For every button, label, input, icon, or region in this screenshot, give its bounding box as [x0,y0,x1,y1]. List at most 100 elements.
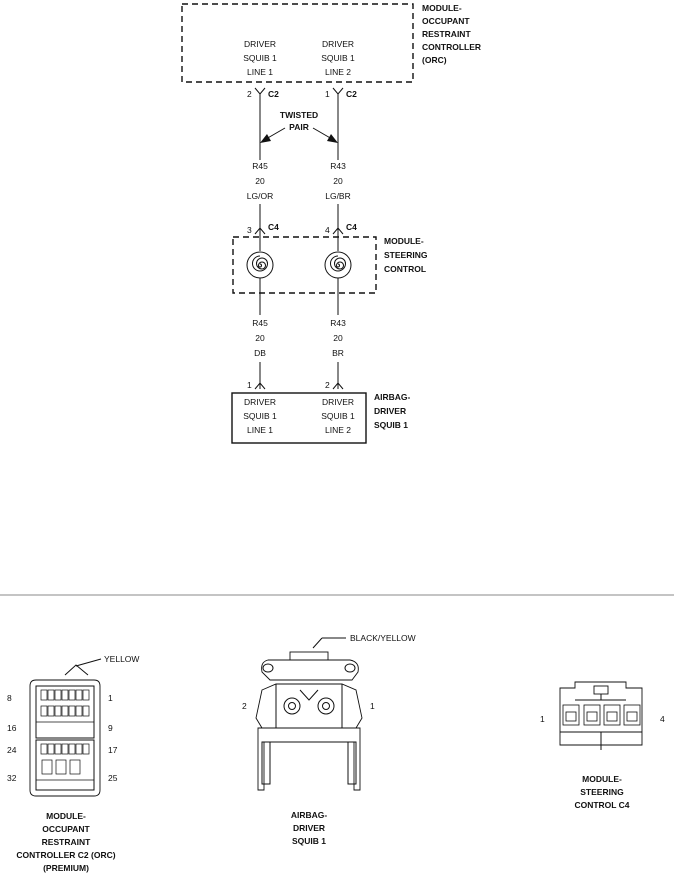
clockspring-right-icon [324,234,352,296]
svg-text:2: 2 [247,89,252,99]
orc-module-box [181,3,414,83]
svg-text:MODULE-: MODULE- [46,811,86,821]
steering-module-box [232,236,377,294]
svg-text:CONTROLLER C2 (ORC): CONTROLLER C2 (ORC) [16,850,115,860]
svg-text:1: 1 [247,380,252,390]
svg-text:16: 16 [7,723,17,733]
svg-text:LG/OR: LG/OR [247,191,273,201]
svg-text:DB: DB [254,348,266,358]
svg-text:SQUIB 1: SQUIB 1 [243,53,277,63]
orc-c2-connector-view: YELLOW 8 16 24 32 1 9 17 25 [7,654,139,797]
svg-text:25: 25 [108,773,118,783]
svg-text:R45: R45 [252,318,268,328]
steering-c4-pin-left: 3 C4 [247,222,279,235]
svg-text:LG/BR: LG/BR [325,191,351,201]
svg-text:LINE 2: LINE 2 [325,67,351,77]
orc-c2-pin-left: 2 C2 [247,87,279,99]
wire-label-r45-lower: R45 20 DB [252,318,268,358]
svg-text:C4: C4 [346,222,357,232]
orc-c2-pin-right: 1 C2 [325,87,357,99]
svg-text:MODULE-: MODULE- [384,236,424,246]
airbag-driver-caption: AIRBAG- DRIVER SQUIB 1 [291,810,328,846]
steering-c4-connector-view: 1 4 [540,681,665,750]
airbag-pin-right: 2 [325,380,344,390]
svg-text:BR: BR [332,348,344,358]
svg-text:9: 9 [108,723,113,733]
svg-text:BLACK/YELLOW: BLACK/YELLOW [350,633,416,643]
svg-text:SQUIB 1: SQUIB 1 [321,53,355,63]
svg-text:20: 20 [333,176,343,186]
svg-text:CONTROL C4: CONTROL C4 [574,800,629,810]
svg-text:LINE 1: LINE 1 [247,425,273,435]
airbag-line2-label: DRIVER SQUIB 1 LINE 2 [321,397,355,435]
svg-text:TWISTED: TWISTED [280,110,318,120]
svg-text:4: 4 [660,714,665,724]
svg-text:1: 1 [325,89,330,99]
wire-label-r43-lower: R43 20 BR [330,318,346,358]
twisted-pair-label: TWISTED PAIR [260,110,338,143]
airbag-line1-label: DRIVER SQUIB 1 LINE 1 [243,397,277,435]
svg-text:3: 3 [247,225,252,235]
airbag-module-label: AIRBAG- DRIVER SQUIB 1 [374,392,411,430]
svg-text:(ORC): (ORC) [422,55,447,65]
svg-text:C2: C2 [268,89,279,99]
svg-text:4: 4 [325,225,330,235]
svg-text:2: 2 [325,380,330,390]
svg-text:OCCUPANT: OCCUPANT [422,16,470,26]
svg-text:LINE 1: LINE 1 [247,67,273,77]
svg-text:RESTRAINT: RESTRAINT [422,29,471,39]
svg-text:MODULE-: MODULE- [582,774,622,784]
svg-text:20: 20 [333,333,343,343]
svg-text:STEERING: STEERING [580,787,624,797]
steering-module-label: MODULE- STEERING CONTROL [384,236,428,274]
svg-text:R43: R43 [330,161,346,171]
svg-text:SQUIB 1: SQUIB 1 [243,411,277,421]
orc-module-label: MODULE- OCCUPANT RESTRAINT CONTROLLER (O… [422,3,481,65]
svg-text:DRIVER: DRIVER [244,397,276,407]
svg-text:LINE 2: LINE 2 [325,425,351,435]
svg-text:24: 24 [7,745,17,755]
svg-text:R43: R43 [330,318,346,328]
orc-c2-caption: MODULE- OCCUPANT RESTRAINT CONTROLLER C2… [16,811,115,873]
svg-text:MODULE-: MODULE- [422,3,462,13]
clockspring-left-icon [246,234,274,296]
svg-text:PAIR: PAIR [289,122,309,132]
svg-text:20: 20 [255,333,265,343]
orc-line2-label: DRIVER SQUIB 1 LINE 2 [321,39,355,77]
svg-text:(PREMIUM): (PREMIUM) [43,863,89,873]
svg-text:1: 1 [540,714,545,724]
airbag-module-box [231,392,367,444]
svg-text:DRIVER: DRIVER [322,39,354,49]
svg-text:C4: C4 [268,222,279,232]
svg-text:CONTROLLER: CONTROLLER [422,42,481,52]
svg-text:SQUIB 1: SQUIB 1 [321,411,355,421]
svg-text:SQUIB 1: SQUIB 1 [292,836,326,846]
svg-text:STEERING: STEERING [384,250,428,260]
steering-c4-caption: MODULE- STEERING CONTROL C4 [574,774,629,810]
airbag-driver-connector-view: BLACK/YELLOW 2 1 [242,633,416,791]
wire-label-r43-upper: R43 20 LG/BR [325,161,351,201]
orc-line1-label: DRIVER SQUIB 1 LINE 1 [243,39,277,77]
svg-text:SQUIB 1: SQUIB 1 [374,420,408,430]
svg-text:AIRBAG-: AIRBAG- [374,392,411,402]
steering-c4-pin-right: 4 C4 [325,222,357,235]
svg-text:DRIVER: DRIVER [374,406,406,416]
svg-text:32: 32 [7,773,17,783]
wire-label-r45-upper: R45 20 LG/OR [247,161,273,201]
svg-text:DRIVER: DRIVER [293,823,325,833]
svg-text:OCCUPANT: OCCUPANT [42,824,90,834]
svg-text:YELLOW: YELLOW [104,654,139,664]
svg-text:CONTROL: CONTROL [384,264,426,274]
svg-text:R45: R45 [252,161,268,171]
svg-text:C2: C2 [346,89,357,99]
svg-text:8: 8 [7,693,12,703]
svg-text:2: 2 [242,701,247,711]
svg-text:DRIVER: DRIVER [244,39,276,49]
svg-text:20: 20 [255,176,265,186]
svg-text:17: 17 [108,745,118,755]
svg-text:DRIVER: DRIVER [322,397,354,407]
svg-text:AIRBAG-: AIRBAG- [291,810,328,820]
svg-text:1: 1 [108,693,113,703]
svg-text:RESTRAINT: RESTRAINT [42,837,91,847]
